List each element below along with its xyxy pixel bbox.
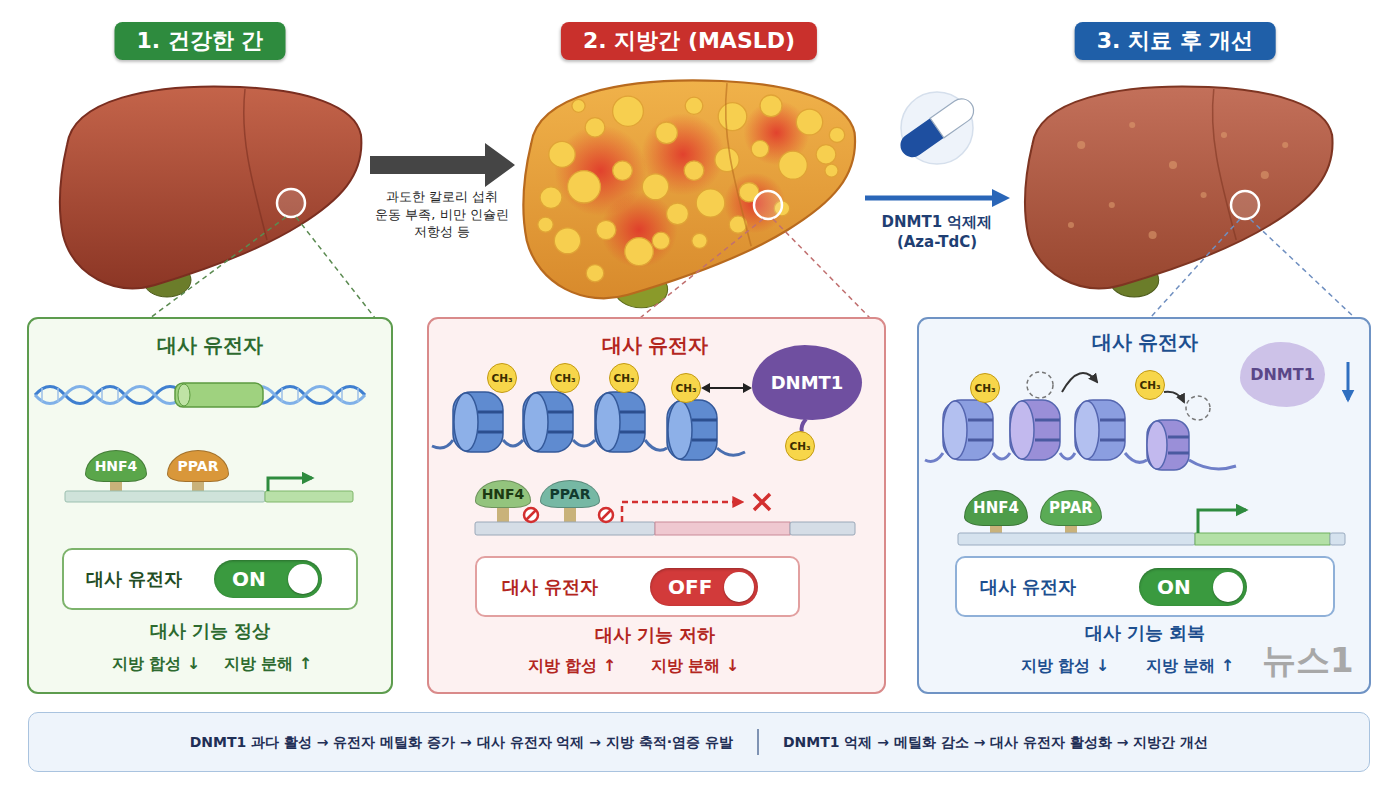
factor-cap: HNF4 (85, 450, 147, 482)
liver-stage: 3. 치료 후 개선 (1010, 20, 1340, 298)
panel-heading: 대사 유전자 (157, 333, 264, 357)
methyl-group: CH₃ (550, 363, 580, 393)
switch-box: 대사 유전자 ON (62, 548, 358, 610)
fat-text: 지방 분해 ↑ (224, 654, 313, 673)
dnmt1-enzyme: DNMT1 (1240, 342, 1325, 407)
fat-text: 지방 합성 ↑ (528, 656, 617, 675)
methyl-group: CH₃ (487, 363, 517, 393)
summary-text: DNMT1 과다 활성 → 유전자 메틸화 증가 → 대사 유전자 억제 → 지… (190, 734, 733, 751)
methyl-group: CH₃ (671, 373, 701, 403)
gene-panel: 대사 유전자대사 기능 저하지방 합성 ↑ 지방 분해 ↓ CH₃ CH₃ CH₃ CH₃… (428, 318, 885, 693)
flow-arrow (865, 189, 1010, 207)
enzyme-label: DNMT1 (1250, 365, 1315, 384)
methyl-label: CH₃ (613, 372, 634, 385)
stage-header: 3. 치료 후 개선 (1075, 22, 1276, 60)
methyl-group: CH₃ (970, 373, 1000, 403)
switch-label: 대사 유전자 (86, 568, 182, 590)
function-text: 대사 기능 저하 (595, 624, 716, 646)
methyl-group: CH₃ (609, 363, 639, 393)
stage-header: 2. 지방간 (MASLD) (561, 22, 817, 60)
toggle-state: ON (1139, 568, 1247, 606)
fat-text: 지방 분해 ↑ (1146, 656, 1235, 675)
enzyme-label: DNMT1 (771, 372, 844, 394)
summary-band: DNMT1 과다 활성 → 유전자 메틸화 증가 → 대사 유전자 억제 → 지… (28, 712, 1370, 772)
factor-cap: PPAR (167, 450, 229, 482)
edge-label: 과도한 칼로리 섭취 운동 부족, 비만 인슐린 저항성 등 (372, 188, 512, 241)
factor-cap: PPAR (540, 480, 600, 508)
factor-label: HNF4 (95, 458, 138, 475)
separator (757, 729, 759, 755)
factor-cap: HNF4 (475, 480, 532, 508)
methyl-label: CH₃ (554, 372, 575, 385)
switch-box: 대사 유전자 ON (955, 556, 1335, 617)
factor-label: HNF4 (973, 499, 1019, 517)
toggle-state: OFF (650, 568, 758, 606)
fat-text: 지방 합성 ↓ (112, 654, 201, 673)
summary-text: DNMT1 억제 → 메틸화 감소 → 대사 유전자 활성화 → 지방간 개선 (783, 734, 1208, 751)
flow-arrow (370, 143, 515, 187)
methyl-label: CH₃ (1139, 379, 1160, 392)
factor-label: PPAR (550, 486, 591, 503)
switch-box: 대사 유전자 OFF (475, 556, 800, 617)
methyl-label: CH₃ (491, 372, 512, 385)
stage-header: 1. 건강한 간 (115, 22, 286, 60)
function-text: 대사 기능 정상 (150, 620, 271, 642)
panel-heading: 대사 유전자 (602, 333, 709, 357)
factor-cap: HNF4 (964, 490, 1028, 526)
gene-panel: 대사 유전자대사 기능 정상지방 합성 ↓ 지방 분해 ↑ HNF4 PPAR 대사 유… (28, 318, 392, 693)
factor-label: PPAR (178, 458, 219, 475)
methyl-label: CH₃ (675, 382, 696, 395)
factor-label: PPAR (1049, 499, 1093, 517)
edge-label: DNMT1 억제제 (Aza-TdC) (872, 212, 1002, 253)
panel-heading: 대사 유전자 (1092, 330, 1199, 354)
switch-label: 대사 유전자 (980, 576, 1076, 598)
dnmt1-enzyme: DNMT1 (752, 345, 862, 420)
factor-cap: PPAR (1040, 490, 1102, 526)
watermark: 뉴스1 (1262, 640, 1354, 681)
switch-label: 대사 유전자 (502, 576, 598, 598)
methyl-label: CH₃ (789, 440, 810, 453)
methyl-label: CH₃ (974, 382, 995, 395)
flow-arrow (701, 383, 752, 393)
fat-text: 지방 합성 ↓ (1021, 656, 1110, 675)
liver-stage: 1. 건강한 간 (55, 20, 370, 295)
fat-text: 지방 분해 ↓ (651, 656, 740, 675)
function-text: 대사 기능 회복 (1085, 622, 1206, 644)
factor-label: HNF4 (482, 486, 525, 503)
gene-panel: 대사 유전자대사 기능 회복지방 합성 ↓ 지방 분해 ↑ CH₃ CH₃ DNMT1H… (918, 318, 1370, 693)
liver-stage: 2. 지방간 (MASLD) (515, 18, 865, 300)
toggle-state: ON (214, 560, 322, 598)
methyl-group: CH₃ (1135, 370, 1165, 400)
methyl-group: CH₃ (785, 431, 815, 461)
